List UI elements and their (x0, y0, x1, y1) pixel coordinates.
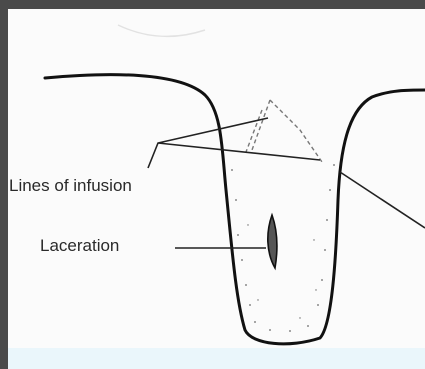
laceration-mark (268, 215, 277, 268)
leader-line-right (340, 172, 425, 228)
label-laceration: Laceration (40, 236, 119, 256)
faint-top-mark (118, 25, 205, 36)
label-lines-of-infusion: Lines of infusion (9, 176, 132, 196)
leader-line-infusion (148, 118, 320, 168)
tissue-outline (45, 75, 425, 344)
